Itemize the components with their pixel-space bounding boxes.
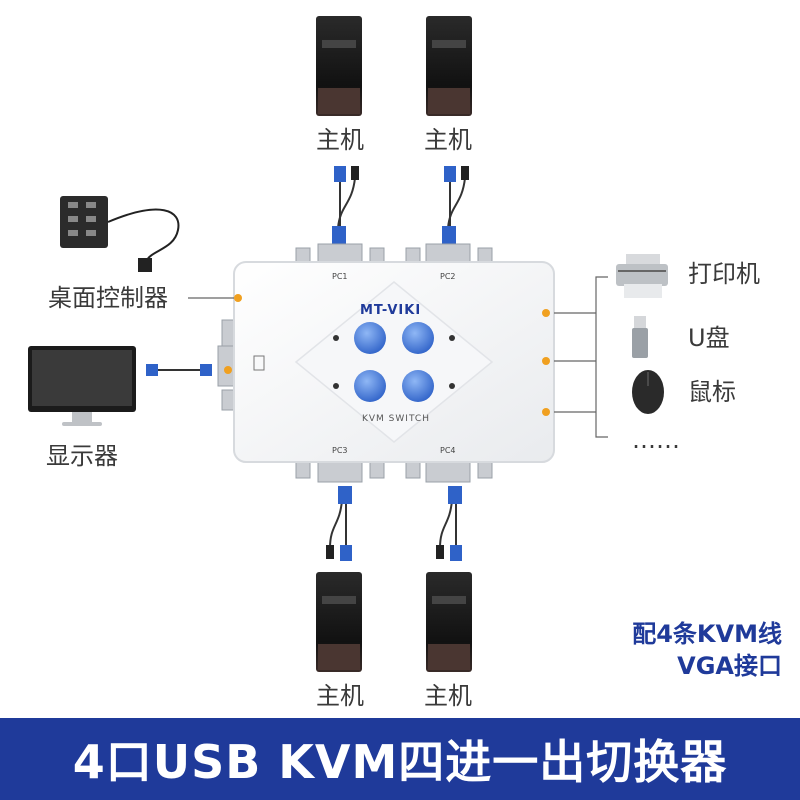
switch-button-3	[354, 370, 386, 402]
controller-label: 桌面控制器	[48, 284, 168, 312]
usb-plug	[436, 545, 444, 559]
vga-plug	[442, 226, 456, 244]
host-tower-top-right	[426, 16, 472, 116]
peripheral-bracket	[554, 276, 608, 438]
port-label-pc4: PC4	[440, 446, 456, 455]
usb-drive-icon	[632, 316, 648, 358]
kvm-cable-top-left	[337, 177, 356, 229]
model-text: KVM SWITCH	[362, 414, 430, 424]
switch-buttons	[333, 322, 455, 402]
printer-icon	[616, 254, 668, 298]
vga-plug	[338, 486, 352, 504]
kvm-cable-bottom-right	[439, 499, 457, 549]
monitor-label: 显示器	[46, 442, 118, 470]
switch-button-4	[402, 370, 434, 402]
usb-drive-label: U盘	[688, 324, 730, 352]
title-banner: 4口USB KVM四进一出切换器	[0, 718, 800, 800]
mouse-label: 鼠标	[688, 378, 736, 406]
more-label: ……	[632, 426, 680, 454]
package-note: 配4条KVM线 VGA接口	[632, 618, 782, 683]
banner-title: 4口USB KVM四进一出切换器	[72, 735, 728, 789]
printer-label: 打印机	[688, 260, 760, 288]
note-line-1: 配4条KVM线	[632, 620, 782, 648]
diagram-graphics	[28, 16, 668, 672]
host-label-bottom-left: 主机	[316, 682, 364, 710]
vga-plug	[448, 486, 462, 504]
monitor	[28, 346, 212, 426]
kvm-cable-top-right	[447, 177, 466, 229]
usb-plug	[461, 166, 469, 180]
port-label-pc2: PC2	[440, 272, 456, 281]
host-label-bottom-right: 主机	[424, 682, 472, 710]
host-tower-bottom-left	[316, 572, 362, 672]
vga-plug	[450, 545, 462, 561]
port-label-pc3: PC3	[332, 446, 348, 455]
usb-port-icon	[253, 355, 265, 371]
vga-plug	[444, 166, 456, 182]
usb-plug	[326, 545, 334, 559]
brand-text: MT-VIKI	[360, 303, 422, 318]
kvm-switch-box	[233, 261, 555, 463]
switch-button-2	[402, 322, 434, 354]
mouse-icon	[632, 370, 664, 414]
host-tower-top-left	[316, 16, 362, 116]
host-tower-bottom-right	[426, 572, 472, 672]
vga-plug	[332, 226, 346, 244]
vga-plug	[334, 166, 346, 182]
desktop-controller	[60, 196, 180, 272]
host-label-top-right: 主机	[424, 126, 472, 154]
host-label-top-left: 主机	[316, 126, 364, 154]
usb-plug	[351, 166, 359, 180]
port-label-pc1: PC1	[332, 272, 348, 281]
connection-dots	[224, 294, 550, 416]
vga-plug	[340, 545, 352, 561]
switch-button-1	[354, 322, 386, 354]
note-line-2: VGA接口	[677, 652, 782, 681]
kvm-cable-bottom-left	[329, 499, 347, 549]
